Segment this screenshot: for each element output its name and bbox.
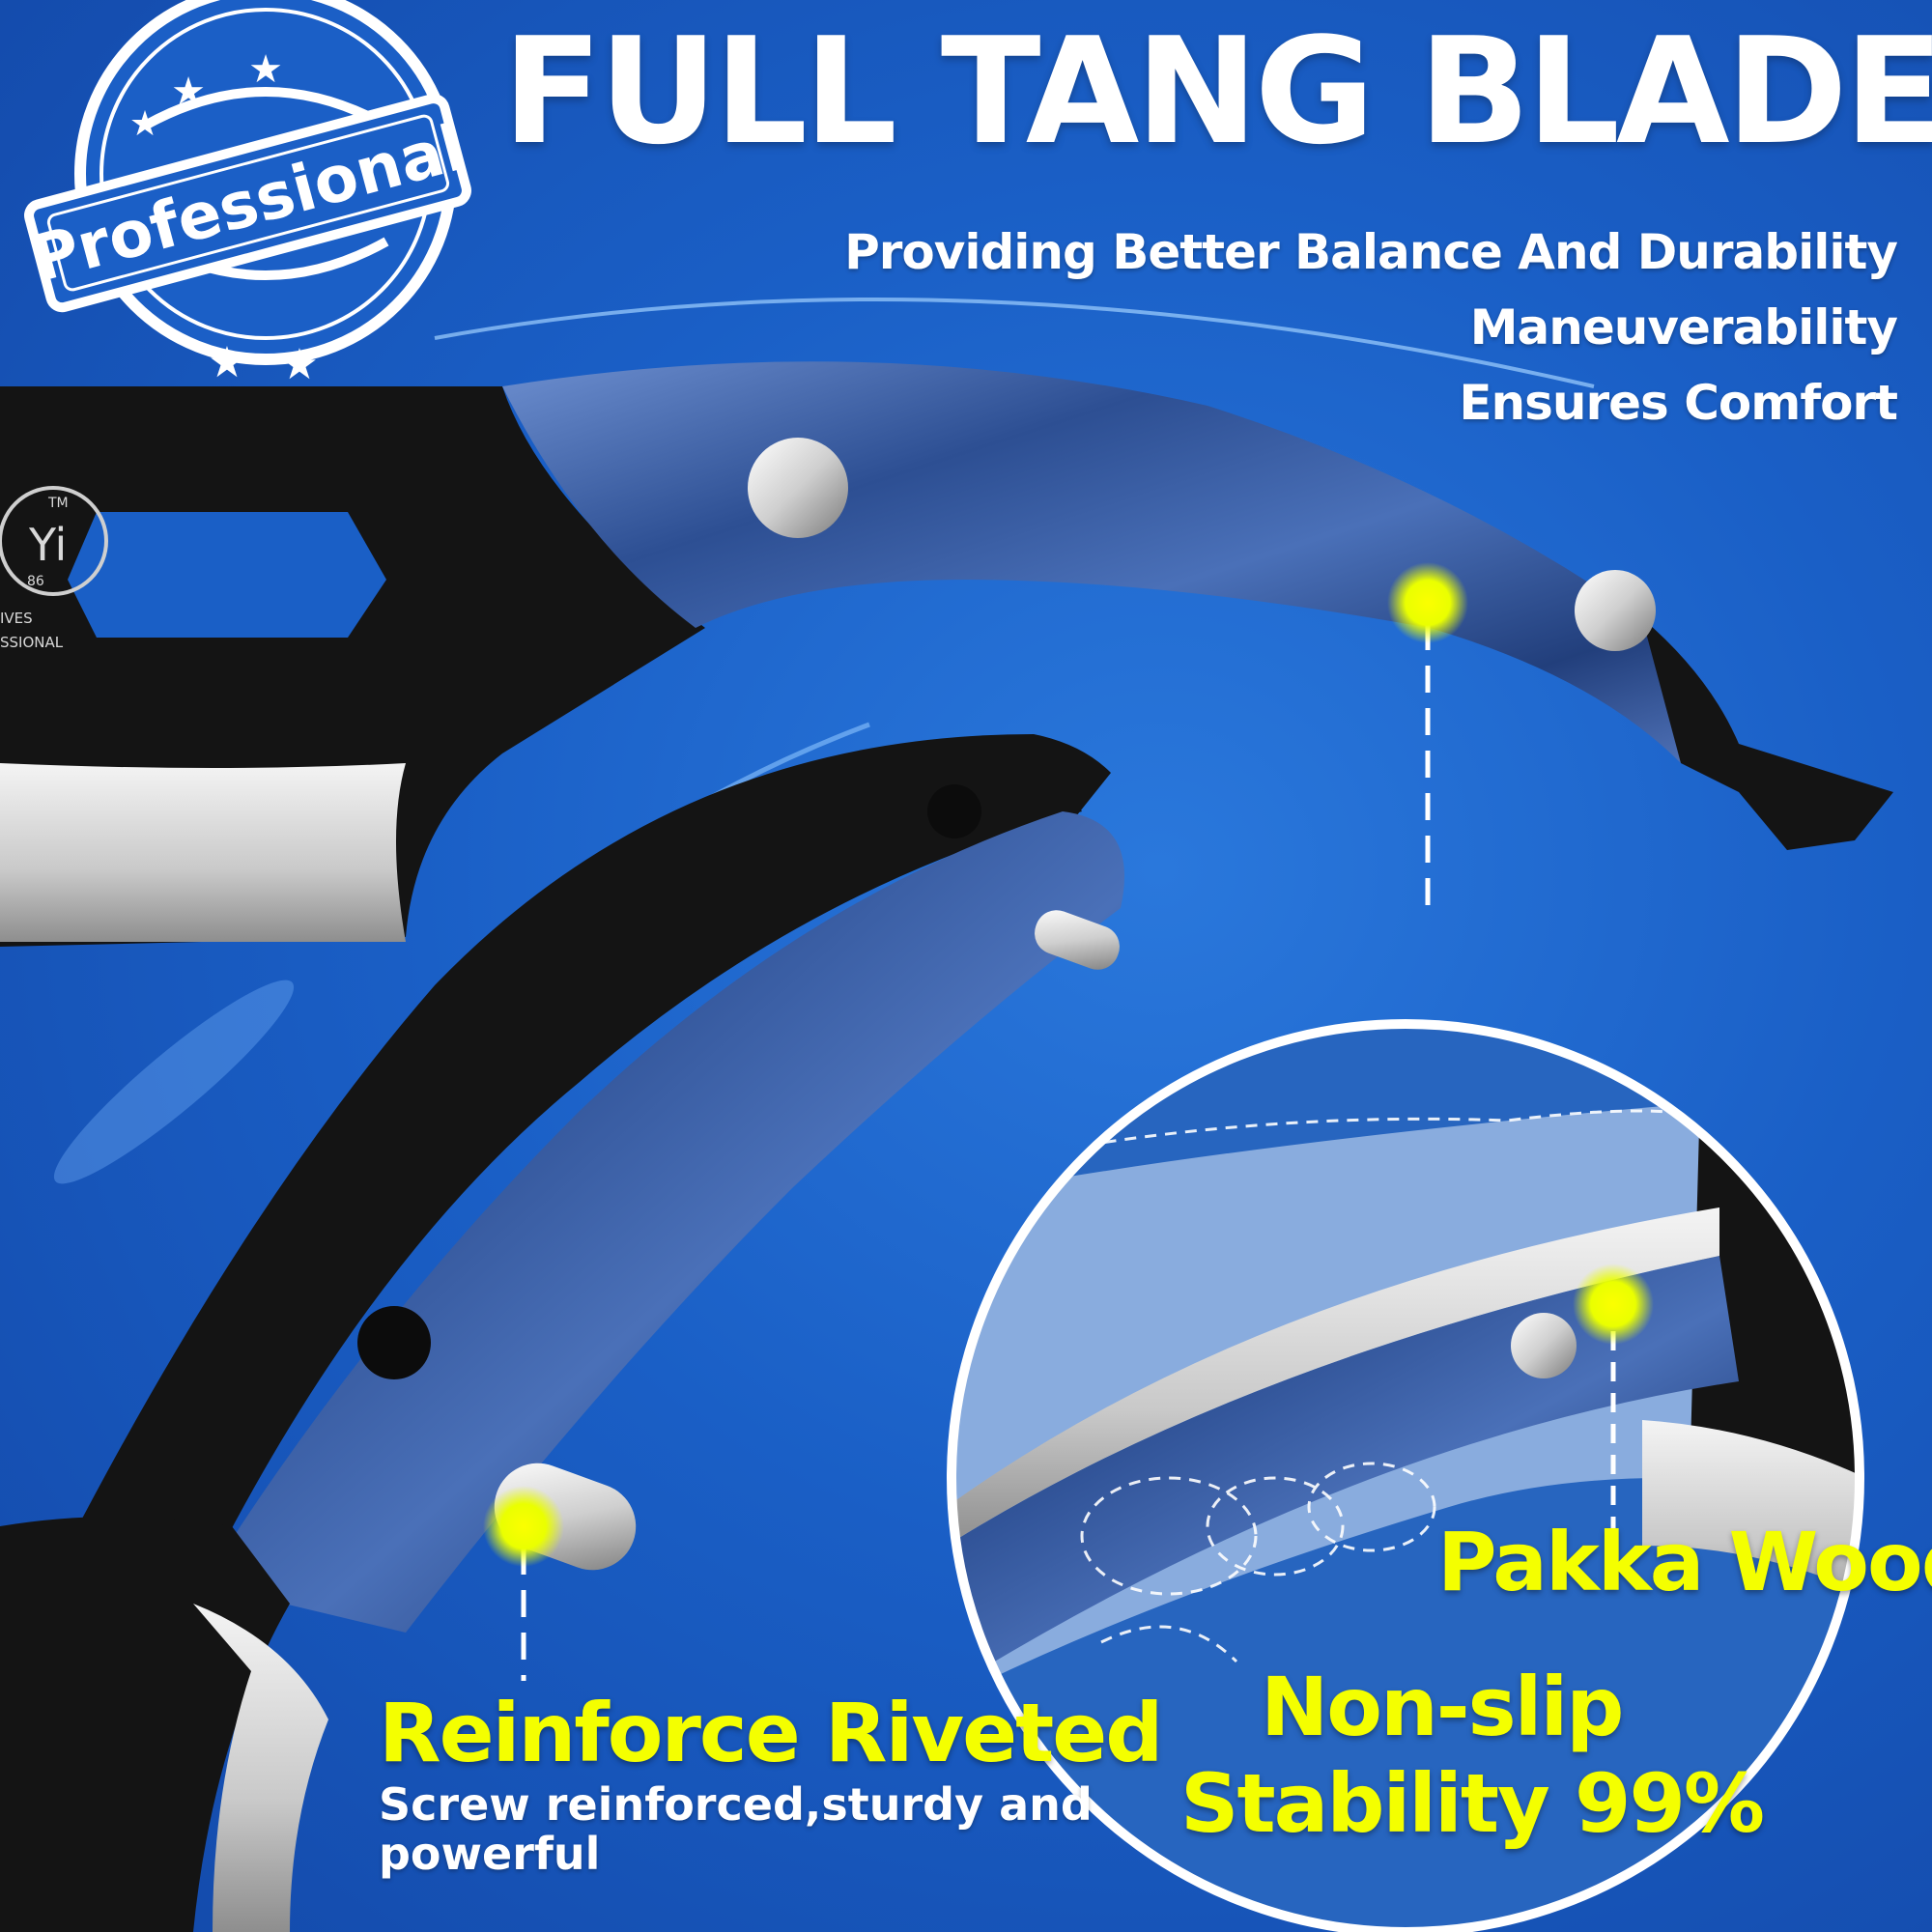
brand-monogram: Yi <box>28 519 67 571</box>
tang-exploded <box>58 734 1082 1584</box>
rivet-top-1 <box>748 438 848 538</box>
blade-zoom <box>1690 1092 1860 1507</box>
yellow-dot-marker <box>1573 1264 1654 1345</box>
professional-badge: ★ ★ ★ ★ ★ Professional <box>24 0 472 389</box>
blade-edge-top <box>0 763 406 942</box>
zoom-circle <box>947 1019 1864 1932</box>
brand-year: 86 <box>27 574 44 589</box>
rivet-desc-line-2: powerful <box>379 1827 601 1880</box>
blade-cutout <box>68 512 386 638</box>
brand-line-2: SSIONAL <box>0 634 64 651</box>
rivet-top-2 <box>1575 570 1656 651</box>
brand-logo-circle <box>0 486 108 596</box>
feature-comfort: Ensures Comfort <box>1459 375 1898 431</box>
light-flare <box>53 980 295 1184</box>
tang-tip-top <box>1642 618 1893 850</box>
callout-wood-title: Pakka Wood <box>1437 1515 1932 1609</box>
rivet-hole <box>927 784 981 838</box>
handle-spine-zoom <box>952 1208 1719 1546</box>
blade-edge-lower <box>193 1604 328 1932</box>
svg-text:★: ★ <box>208 338 245 387</box>
rivet-pin-1 <box>1035 910 1120 970</box>
svg-text:★: ★ <box>129 104 160 144</box>
brand-line-1: IVES <box>0 610 33 627</box>
star-icon: ★ ★ ★ ★ ★ <box>129 47 319 389</box>
yellow-dot-marker <box>483 1486 564 1567</box>
feature-balance: Providing Better Balance And Durability <box>844 224 1898 280</box>
callout-markers <box>483 562 1654 1681</box>
knife-exploded <box>0 734 1124 1932</box>
rivet-desc-line-1: Screw reinforced,sturdy and <box>379 1778 1093 1831</box>
handle-scale-exploded <box>203 811 1124 1633</box>
brand-tm: TM <box>47 496 69 511</box>
headline: FULL TANG BLADE <box>502 6 1932 177</box>
svg-text:★: ★ <box>171 70 206 114</box>
finger-outlines <box>1004 1109 1720 1663</box>
svg-text:★: ★ <box>248 47 283 92</box>
knife-top <box>0 361 1893 947</box>
rivet-hole <box>357 1306 431 1379</box>
callout-grip-line-1: Non-slip <box>1261 1660 1624 1754</box>
feature-maneuverability: Maneuverability <box>1469 299 1898 355</box>
svg-text:★: ★ <box>280 340 318 389</box>
brand-mark: Yi TM 86 IVES SSIONAL <box>0 496 69 651</box>
yellow-dot-marker <box>1387 562 1468 643</box>
light-streak <box>434 298 1595 388</box>
callout-grip-line-2: Stability 99% <box>1180 1756 1765 1851</box>
callout-rivet-title: Reinforce Riveted <box>379 1686 1163 1780</box>
tang-tip-exploded <box>1024 734 1111 821</box>
rivet-zoom <box>1511 1313 1577 1378</box>
